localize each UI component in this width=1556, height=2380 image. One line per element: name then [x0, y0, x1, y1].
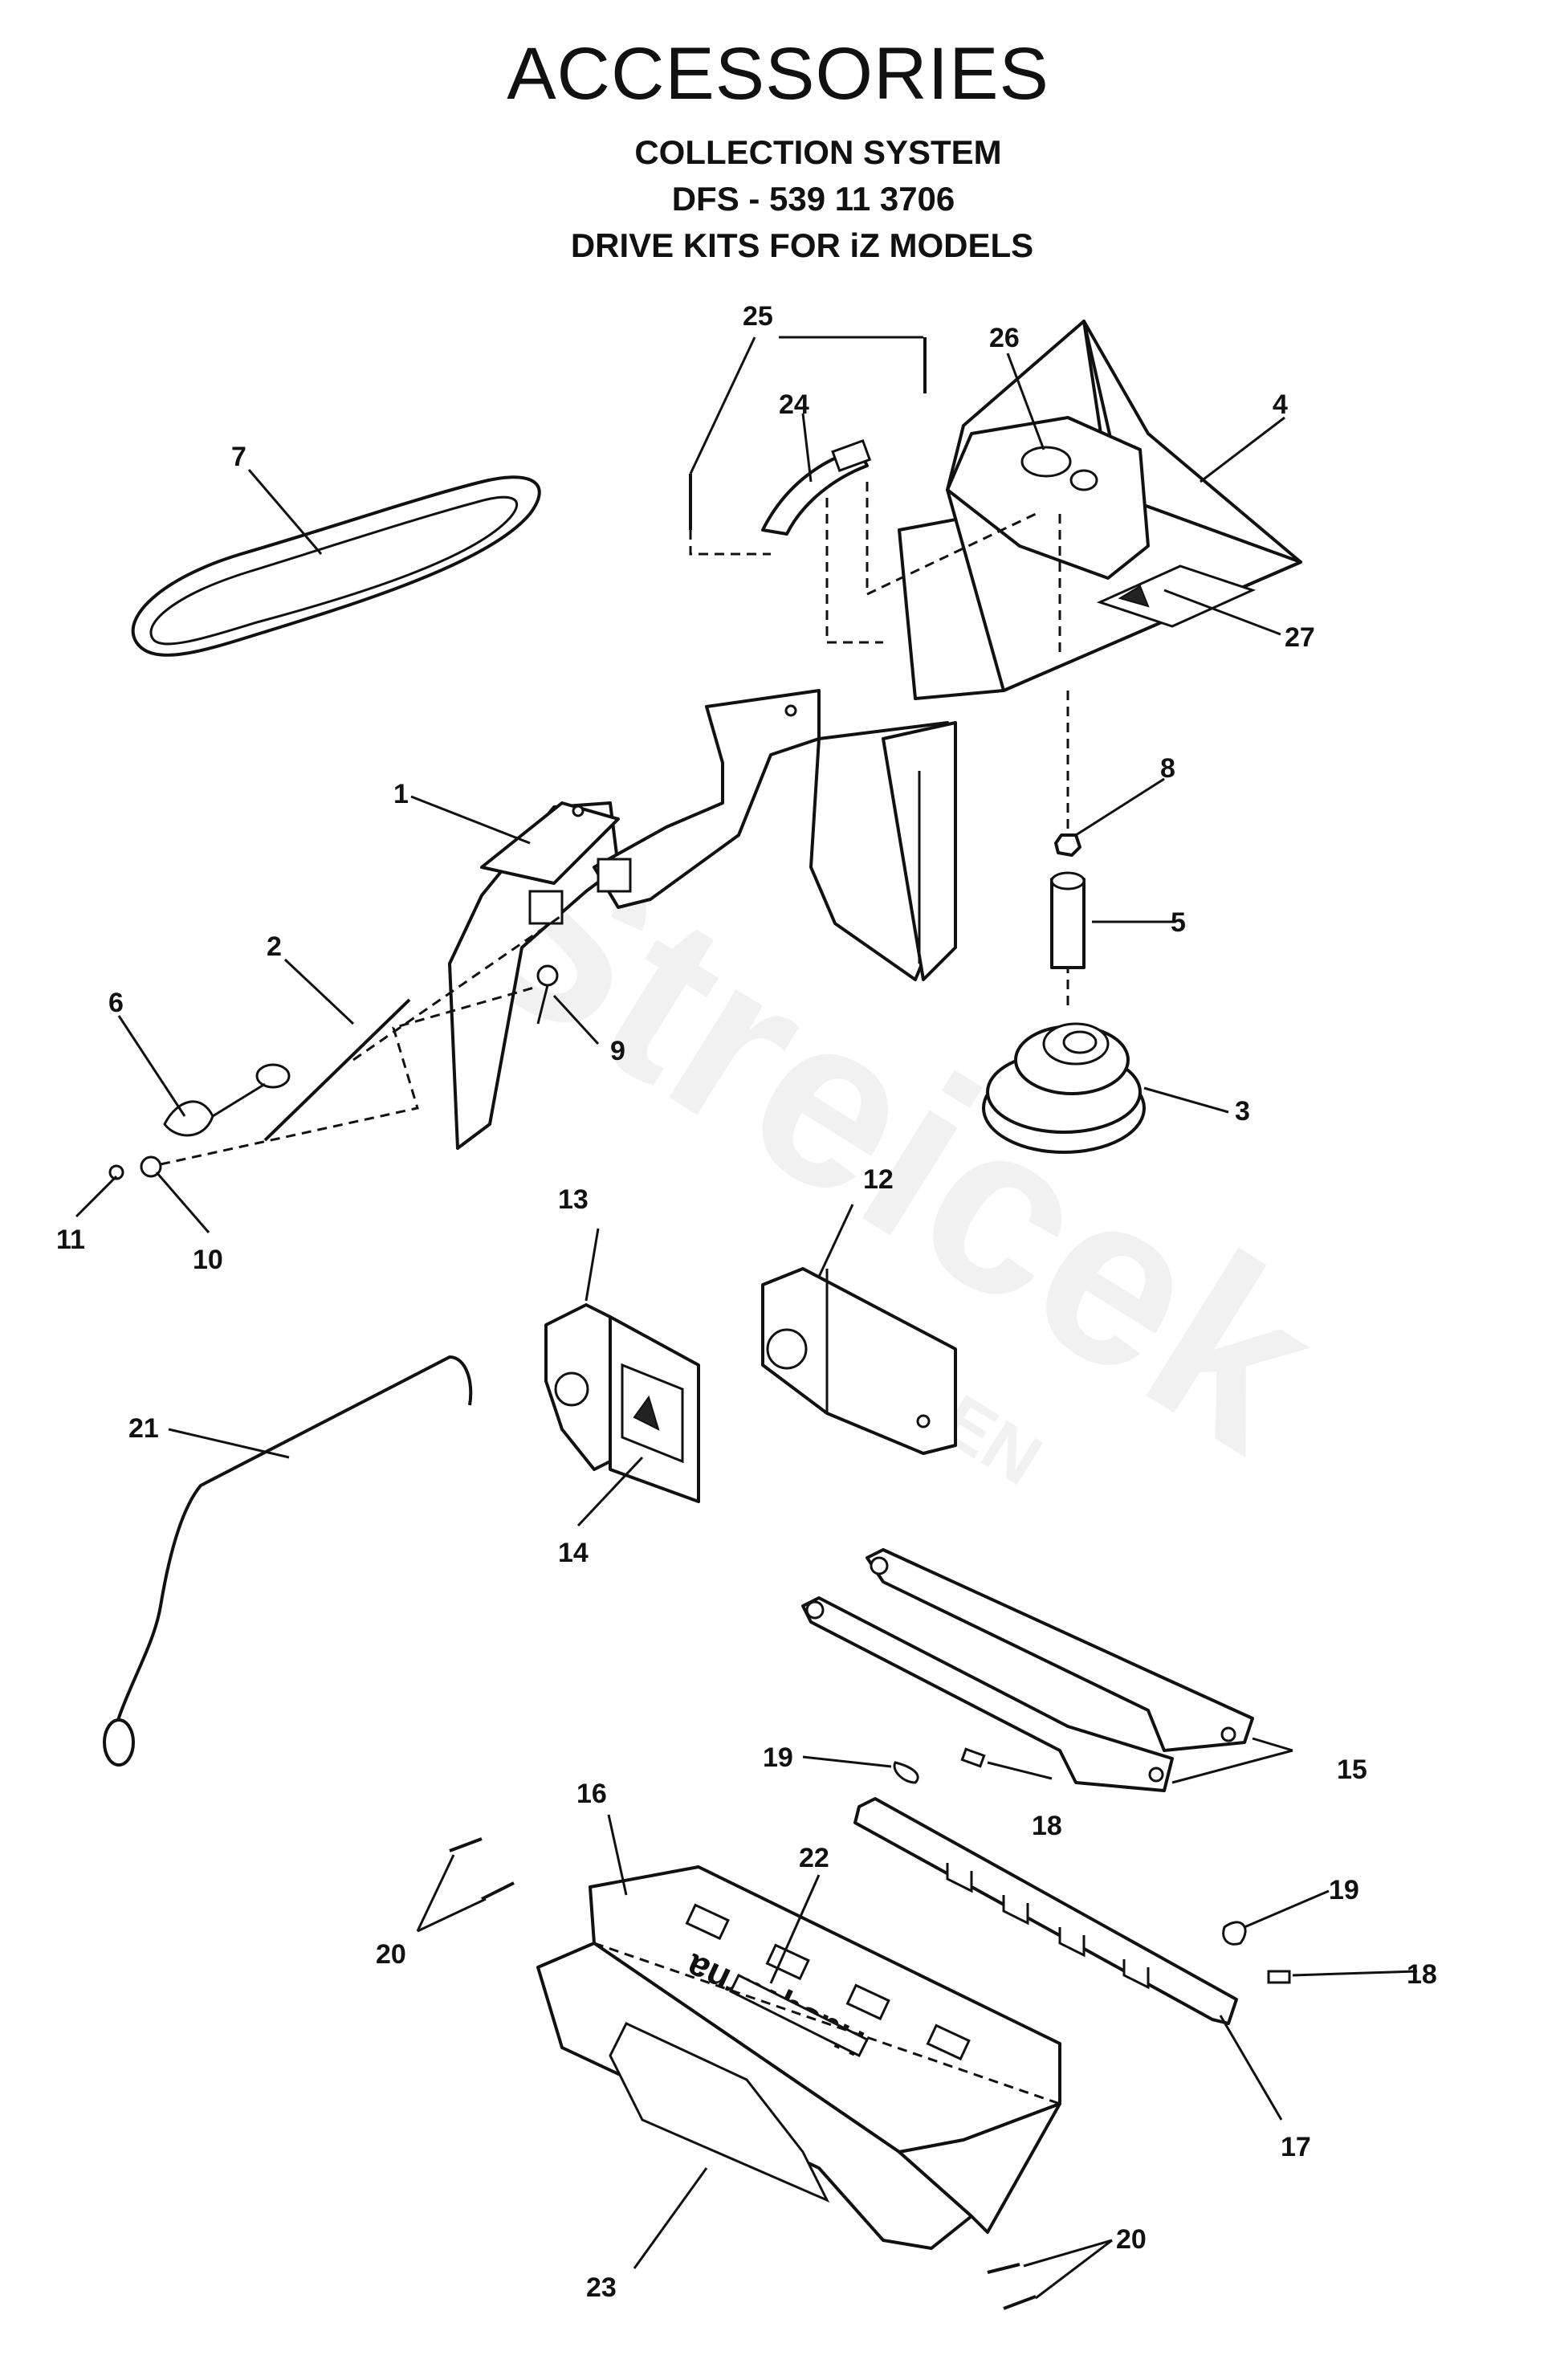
part-20-bolts-a: [449, 1837, 515, 1901]
part-18-pin-a: [960, 1747, 986, 1768]
callout-5: 5: [1171, 907, 1186, 938]
callout-16: 16: [576, 1779, 607, 1809]
part-20-bolts-b: [987, 2263, 1037, 2310]
callout-27: 27: [1285, 622, 1315, 653]
callout-25: 25: [743, 301, 773, 332]
callout-20-left: 20: [376, 1939, 406, 1970]
callout-3: 3: [1235, 1096, 1250, 1127]
subtitle-collection-system: COLLECTION SYSTEM: [634, 133, 1002, 171]
callout-22: 22: [799, 1843, 829, 1873]
part-19-clip-b: [1222, 1921, 1247, 1946]
callout-19-lower: 19: [1329, 1875, 1359, 1905]
subtitle-drive-kits: DRIVE KITS FOR iZ MODELS: [570, 226, 1034, 264]
callout-10: 10: [193, 1245, 223, 1275]
part-2-rod: [263, 998, 411, 1142]
callout-18-upper: 18: [1032, 1811, 1062, 1841]
callout-17: 17: [1281, 2132, 1311, 2162]
part-5-spacer: [1050, 871, 1086, 969]
callout-numbers: 1 2 3 4 5 6 7 8 9 10 11 12 13 14 15 16 1…: [56, 301, 1437, 2303]
callout-18-lower: 18: [1407, 1959, 1437, 1990]
callout-13: 13: [558, 1184, 589, 1215]
part-22-label: [728, 1973, 870, 2058]
part-3-pulley: [982, 1022, 1146, 1154]
part-19-clip-a: [893, 1761, 919, 1784]
callout-20-bottom: 20: [1116, 2224, 1147, 2255]
part-4-chute-guard: [898, 320, 1302, 700]
part-17-bar: [853, 1797, 1238, 2025]
callout-4: 4: [1273, 389, 1288, 420]
part-15-arms: [801, 1548, 1254, 1792]
callout-1: 1: [393, 779, 409, 809]
callout-7: 7: [231, 442, 246, 472]
callout-14: 14: [558, 1538, 589, 1568]
callout-6: 6: [108, 988, 124, 1018]
callout-26: 26: [989, 323, 1020, 353]
part-7-belt: [131, 475, 541, 657]
part-11-nut: [108, 1164, 124, 1180]
part-8-nut: [1054, 833, 1081, 857]
callout-8: 8: [1160, 753, 1175, 784]
callout-11: 11: [56, 1225, 85, 1255]
callout-2: 2: [267, 931, 282, 962]
part-10-washer: [140, 1155, 162, 1178]
part-9-bolt: [536, 964, 559, 1025]
callout-15: 15: [1337, 1754, 1367, 1785]
callout-21: 21: [128, 1413, 159, 1444]
part-1-main-bracket: [448, 689, 957, 1150]
subtitle-part-number: DFS - 539 11 3706: [671, 180, 955, 218]
callout-12: 12: [863, 1164, 894, 1195]
part-14-decal-plate: [609, 1315, 700, 1503]
callout-19-upper: 19: [763, 1742, 793, 1773]
part-23-panel: [609, 2022, 830, 2203]
part-6-lanyard: [163, 1063, 291, 1137]
callout-9: 9: [610, 1036, 625, 1066]
part-24-latch: [761, 438, 872, 536]
dashed-lines-left: [160, 914, 563, 1166]
leader-lines: [75, 336, 1418, 2300]
dashed-lines-chute: [689, 482, 1069, 1012]
part-25-pins: [689, 337, 927, 530]
callout-24: 24: [779, 389, 809, 420]
part-12-bracket: [761, 1267, 957, 1455]
page-title: ACCESSORIES: [507, 33, 1049, 115]
part-13-bracket: [544, 1303, 612, 1471]
dashed-line-hopper: [593, 1942, 1061, 2105]
part-21-rod: [103, 1355, 473, 1767]
part-18-pin-b: [1267, 1970, 1291, 1984]
callout-23: 23: [586, 2272, 617, 2303]
